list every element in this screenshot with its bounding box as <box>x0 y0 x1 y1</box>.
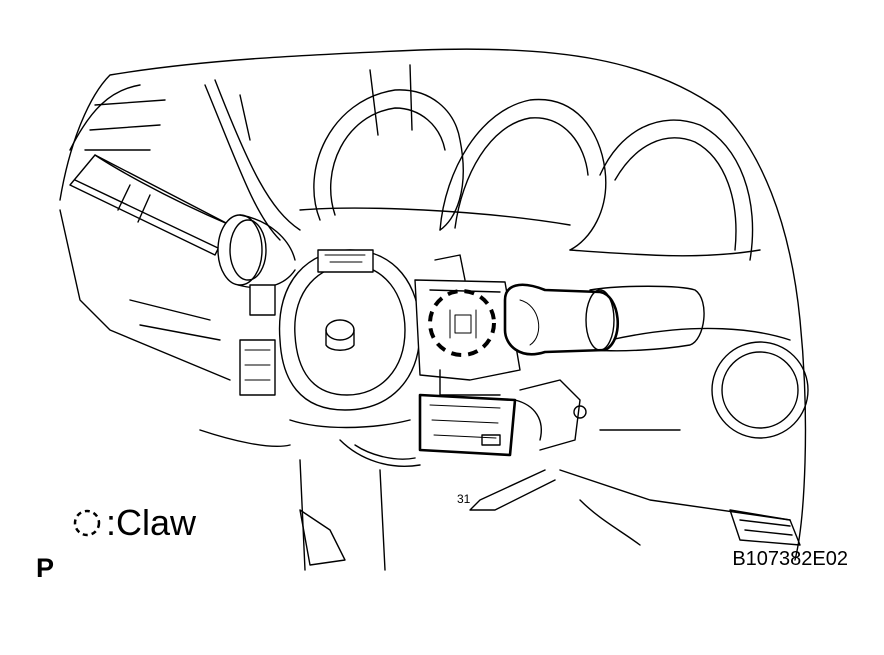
instrument-panel <box>59 48 809 571</box>
spiral-cable <box>278 249 421 467</box>
legend-label: :Claw <box>106 502 197 543</box>
svg-text:31: 31 <box>457 492 471 506</box>
view-letter: P <box>36 553 55 583</box>
figure-code: B107382E02 <box>732 548 848 570</box>
dashed-circle-icon <box>73 509 101 537</box>
legend: :Claw <box>72 503 196 543</box>
light-control-lever <box>69 154 296 396</box>
claw-highlight <box>428 289 496 357</box>
combination-switch-body: 31 <box>414 254 587 511</box>
wiper-control-lever <box>503 283 705 356</box>
